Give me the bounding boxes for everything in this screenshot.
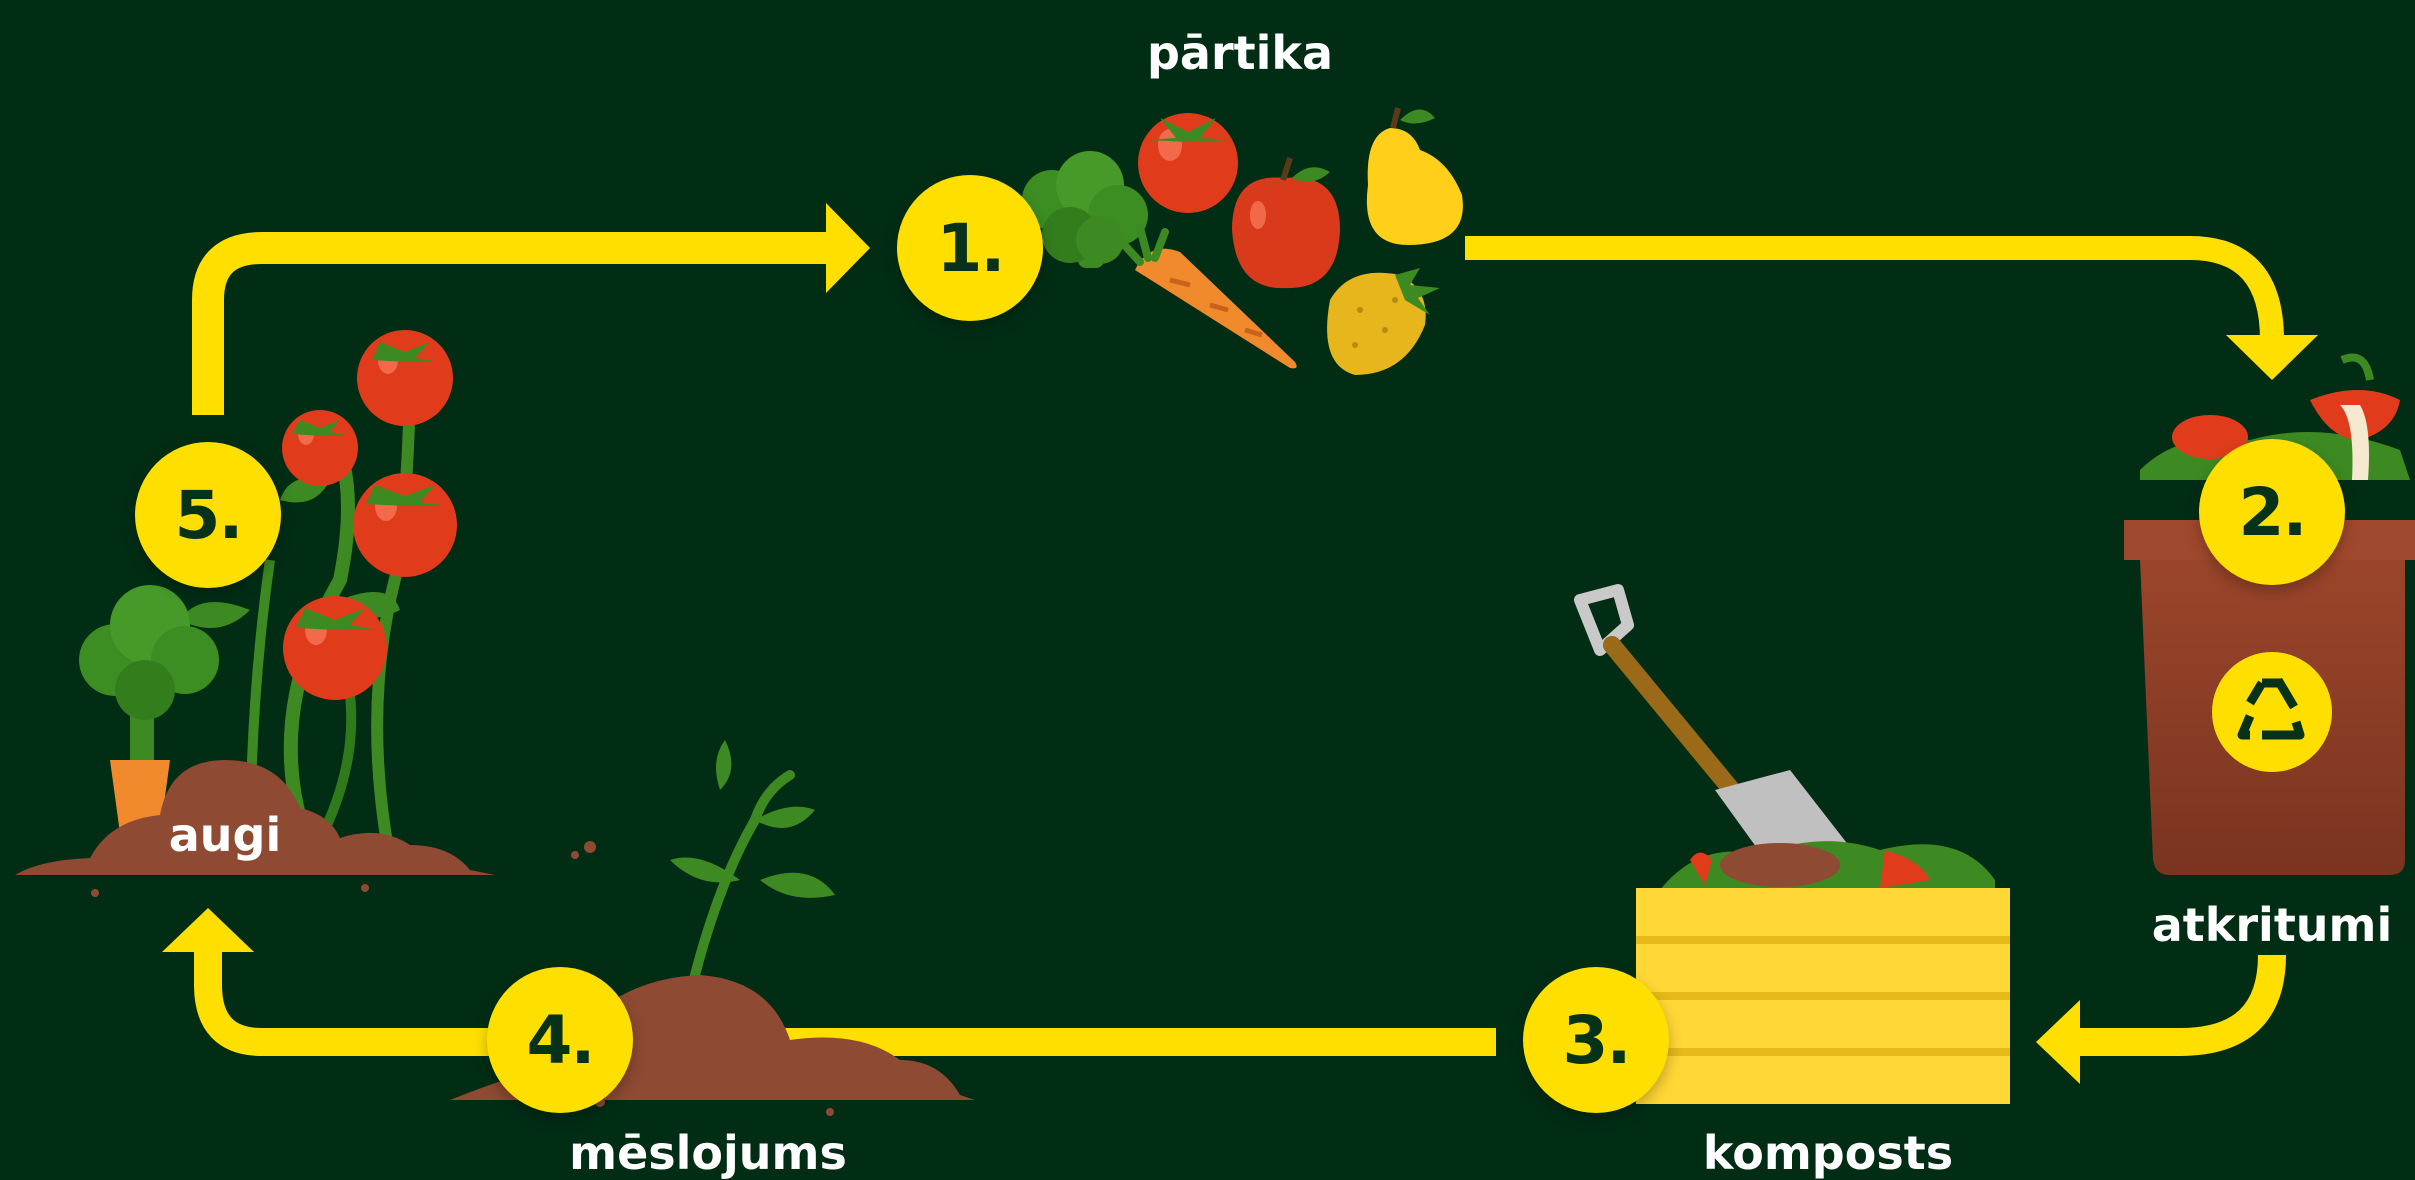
shovel-icon <box>1580 590 1860 880</box>
arrow-5-to-1 <box>208 248 830 415</box>
arrowhead-to-3 <box>2036 1000 2080 1084</box>
step-5-badge: 5. <box>135 442 281 588</box>
step-5-label: augi <box>169 812 281 858</box>
step-4-label: mēslojums <box>569 1130 847 1176</box>
step-3-label: komposts <box>1703 1130 1953 1176</box>
tomato-icon <box>1138 113 1238 213</box>
step-2-label: atkritumi <box>2152 902 2393 948</box>
arrow-1-to-2 <box>1465 248 2272 340</box>
step-3-badge: 3. <box>1523 967 1669 1113</box>
arrowhead-to-2 <box>2226 335 2318 380</box>
arrowhead-to-1 <box>826 203 870 293</box>
arrow-2-to-3 <box>2068 955 2272 1042</box>
step-2-badge: 2. <box>2199 439 2345 585</box>
step-1-label: pārtika <box>1147 30 1333 76</box>
arrowhead-to-5 <box>162 908 254 952</box>
tomato-cluster-icon <box>282 330 457 700</box>
apple-icon <box>1232 158 1340 288</box>
step-4-badge: 4. <box>487 967 633 1113</box>
waste-bin-illustration <box>2124 358 2415 876</box>
fruits-vegetables-illustration <box>1022 108 1463 375</box>
step-1-badge: 1. <box>897 175 1043 321</box>
pear-icon <box>1367 108 1463 245</box>
strawberry-icon <box>1327 268 1440 375</box>
tomato-plants-illustration <box>15 330 596 897</box>
